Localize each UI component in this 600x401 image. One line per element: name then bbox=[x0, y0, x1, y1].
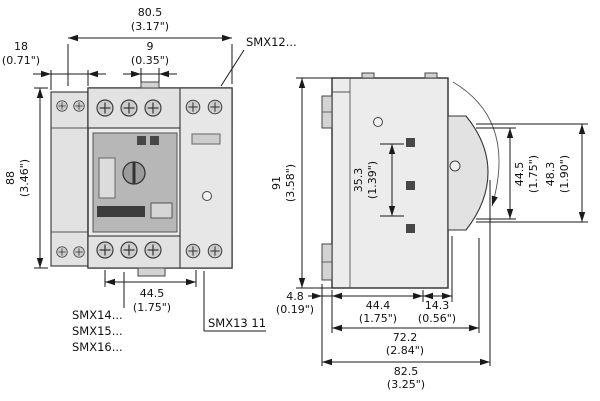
front-view: 80.5 (3.17") 18 (0.71") 9 (0.35") 88 bbox=[2, 6, 297, 354]
dim-height-side-mm: 91 bbox=[270, 176, 283, 190]
dim-clip-depth: 4.8 (0.19") bbox=[276, 284, 333, 366]
label-smx12-text: SMX12... bbox=[246, 35, 297, 49]
dim-front-depth-in: (0.56") bbox=[418, 312, 456, 325]
dim-height-side: 91 (3.58") bbox=[270, 77, 332, 289]
detail-square bbox=[406, 138, 415, 147]
dim-depth-to-front-mm: 72.2 bbox=[393, 331, 418, 344]
label-smx16-text: SMX16... bbox=[72, 340, 123, 354]
side-view: 91 (3.58") 35.3 (1.39") 44.5 (1.75") 48.… bbox=[270, 72, 588, 391]
aux-contact-block bbox=[50, 91, 89, 267]
dim-height-side-in: (3.58") bbox=[284, 164, 297, 202]
dim-total-depth: 82.5 (3.25") bbox=[322, 180, 491, 391]
terminal-screw bbox=[144, 241, 162, 259]
setting-window bbox=[98, 157, 116, 199]
indicator-circle bbox=[202, 191, 212, 201]
detail-square bbox=[406, 181, 415, 190]
dim-depth-to-front: 72.2 (2.84") bbox=[332, 238, 480, 357]
dim-front-height-inner-mm: 44.5 bbox=[513, 162, 526, 187]
dim-height-front: 88 (3.46") bbox=[4, 87, 48, 269]
dim-rail-section: 35.3 (1.39") bbox=[352, 143, 404, 217]
dim-clip-depth-mm: 4.8 bbox=[286, 290, 304, 303]
dim-height-front-in: (3.46") bbox=[18, 159, 31, 197]
dim-total-depth-mm: 82.5 bbox=[394, 365, 419, 378]
leader-line bbox=[220, 49, 245, 87]
terminal-screw bbox=[96, 99, 114, 117]
swing-arc bbox=[452, 81, 500, 207]
detail-square bbox=[406, 224, 415, 233]
dim-front-height-outer: 48.3 (1.90") bbox=[476, 123, 588, 223]
dim-depth-to-front-in: (2.84") bbox=[386, 344, 424, 357]
dim-total-width-mm: 80.5 bbox=[138, 6, 163, 19]
dim-tab-width: 9 (0.35") bbox=[123, 40, 177, 82]
labels-smx-variants: SMX14... SMX15... SMX16... bbox=[72, 272, 125, 354]
dim-base-width-in: (1.75") bbox=[133, 301, 171, 314]
label-smx13: SMX13 11 bbox=[203, 271, 266, 332]
bottom-mounting-tab bbox=[137, 267, 166, 277]
terminal-screw bbox=[73, 100, 85, 112]
label-strip bbox=[97, 206, 145, 217]
dim-rail-section-in: (1.39") bbox=[366, 161, 379, 199]
right-aux-block bbox=[179, 87, 233, 269]
dim-front-height-outer-mm: 48.3 bbox=[544, 162, 557, 187]
front-device bbox=[50, 81, 233, 277]
front-bezel bbox=[447, 115, 489, 231]
dim-base-width: 44.5 (1.75") bbox=[104, 270, 197, 314]
dim-rail-section-mm: 35.3 bbox=[352, 168, 365, 193]
terminal-screw bbox=[96, 241, 114, 259]
dim-total-width: 80.5 (3.17") bbox=[67, 6, 233, 86]
indicator-square bbox=[137, 136, 146, 145]
terminal-screw bbox=[144, 99, 162, 117]
dim-front-height-outer-in: (1.90") bbox=[558, 155, 571, 193]
reset-button bbox=[150, 202, 173, 219]
terminal-screw bbox=[56, 100, 68, 112]
terminal-screw bbox=[120, 99, 138, 117]
aux-slot bbox=[191, 133, 221, 145]
dim-front-depth-mm: 14.3 bbox=[425, 299, 450, 312]
bezel-screw bbox=[449, 160, 461, 172]
indicator-square bbox=[150, 136, 159, 145]
top-rib bbox=[361, 72, 375, 79]
dim-total-depth-in: (3.25") bbox=[387, 378, 425, 391]
dim-aux-width-in: (0.71") bbox=[2, 54, 40, 67]
dim-front-height-inner: 44.5 (1.75") bbox=[476, 127, 540, 220]
top-rib bbox=[424, 72, 438, 79]
side-body bbox=[331, 77, 449, 289]
screw-hole bbox=[373, 117, 383, 127]
dim-front-height-inner-in: (1.75") bbox=[527, 155, 540, 193]
terminal-screw bbox=[56, 246, 68, 258]
label-smx12: SMX12... bbox=[220, 35, 297, 87]
top-mounting-tab bbox=[140, 81, 160, 89]
dim-tab-width-mm: 9 bbox=[147, 40, 154, 53]
side-device bbox=[321, 72, 500, 289]
dim-body-depth-in: (1.75") bbox=[359, 312, 397, 325]
terminal-screw bbox=[185, 99, 201, 115]
dim-front-depth: 14.3 (0.56") bbox=[418, 236, 456, 325]
dim-aux-width-mm: 18 bbox=[14, 40, 28, 53]
terminal-screw bbox=[185, 243, 201, 259]
terminal-screw bbox=[120, 241, 138, 259]
label-smx13-text: SMX13 11 bbox=[208, 316, 266, 330]
label-smx14-text: SMX14... bbox=[72, 308, 123, 322]
dim-aux-width: 18 (0.71") bbox=[2, 40, 106, 90]
dim-height-front-mm: 88 bbox=[4, 171, 17, 185]
dim-total-width-in: (3.17") bbox=[131, 20, 169, 33]
dim-tab-width-in: (0.35") bbox=[131, 54, 169, 67]
dim-clip-depth-in: (0.19") bbox=[276, 303, 314, 316]
terminal-screw bbox=[207, 99, 223, 115]
dim-body-depth: 44.4 (1.75") bbox=[332, 290, 424, 325]
label-smx15-text: SMX15... bbox=[72, 324, 123, 338]
terminal-screw bbox=[73, 246, 85, 258]
terminal-screw bbox=[207, 243, 223, 259]
dim-base-width-mm: 44.5 bbox=[140, 287, 165, 300]
dim-body-depth-mm: 44.4 bbox=[366, 299, 391, 312]
